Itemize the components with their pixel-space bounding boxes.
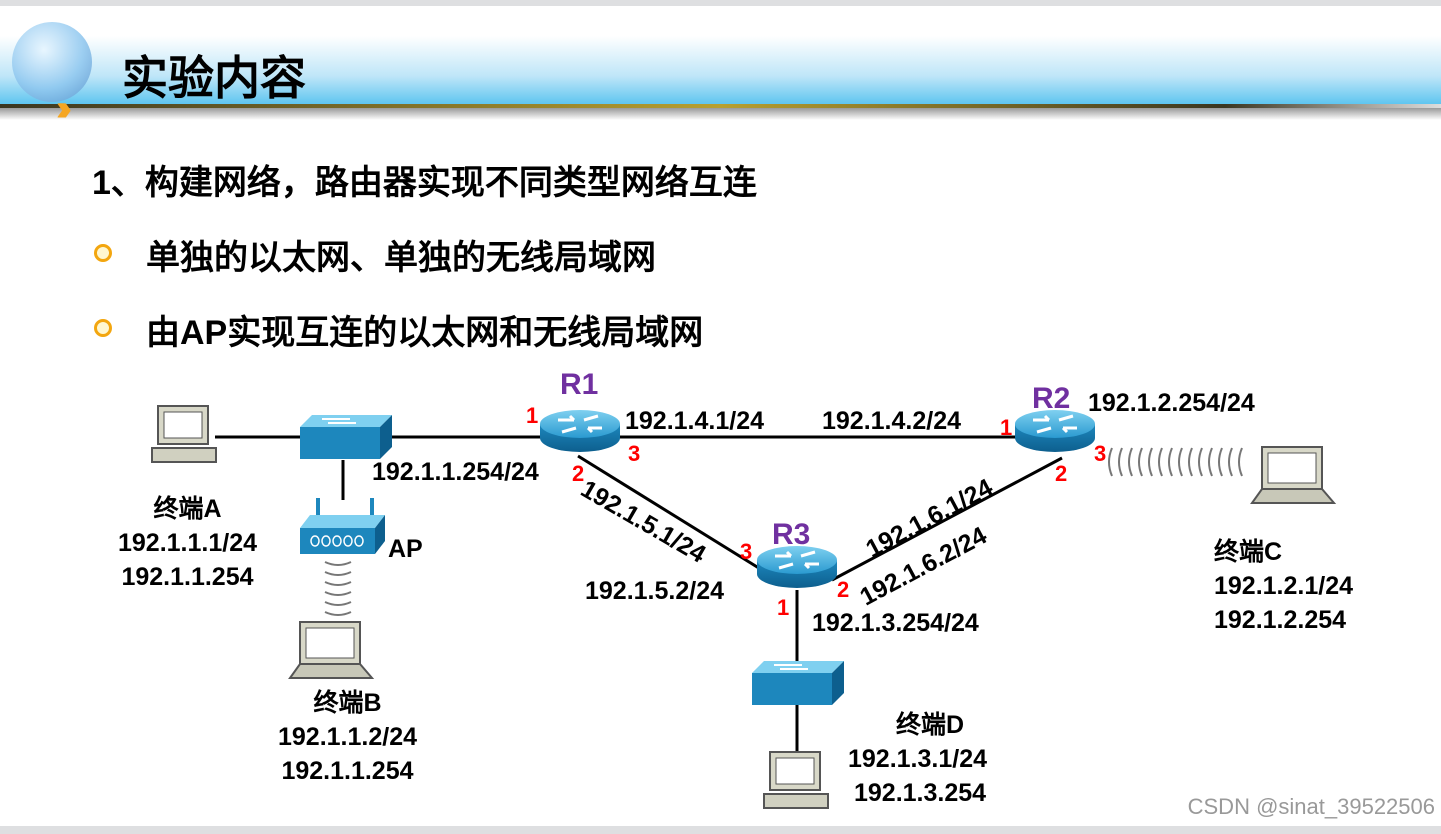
ip-label: 192.1.1.254/24 — [372, 458, 539, 486]
port-label: 1 — [526, 403, 539, 428]
bullet-icon — [94, 319, 112, 337]
title-banner — [0, 6, 1441, 106]
link-r1-r3 — [577, 454, 763, 572]
terminal-d-info: 终端D 192.1.3.1/24 192.1.3.254 — [848, 711, 988, 807]
port-label: 1 — [1000, 415, 1013, 440]
port-label: 3 — [1094, 441, 1107, 466]
wireless-signal-icon — [324, 561, 352, 616]
section-heading: 1、构建网络，路由器实现不同类型网络互连 — [92, 164, 757, 202]
switch-icon — [751, 660, 845, 706]
terminal-c-info: 终端C 192.1.2.1/24 192.1.2.254 — [1214, 538, 1354, 634]
ip-label: 192.1.4.1/24 — [625, 407, 765, 435]
slide-title: 实验内容 — [122, 52, 306, 104]
terminal-b-info: 终端B 192.1.1.2/24 192.1.1.254 — [277, 689, 417, 785]
laptop-icon — [1251, 446, 1335, 504]
wireless-signal-icon — [1108, 447, 1243, 477]
router-icon — [1013, 408, 1097, 454]
globe-logo — [12, 22, 92, 102]
bullet-icon — [94, 244, 112, 262]
top-border — [0, 0, 1441, 6]
links — [215, 435, 1063, 752]
router-icon — [755, 544, 839, 590]
router-icon — [538, 408, 622, 454]
ap-label: AP — [388, 535, 423, 563]
pc-icon — [151, 405, 217, 463]
laptop-icon — [289, 621, 373, 679]
ip-label: 192.1.3.254/24 — [812, 609, 979, 637]
bottom-border — [0, 826, 1441, 834]
router-label-r1: R1 — [560, 368, 599, 401]
switch-icon — [299, 414, 393, 460]
port-label: 2 — [572, 461, 585, 486]
port-label: 3 — [740, 539, 753, 564]
link-r3-r2 — [831, 456, 1063, 582]
terminal-a-info: 终端A 192.1.1.1/24 192.1.1.254 — [117, 495, 257, 591]
router-label-r3: R3 — [772, 518, 811, 551]
port-label: 1 — [777, 595, 790, 620]
router-label-r2: R2 — [1032, 382, 1071, 415]
watermark: CSDN @sinat_39522506 — [1187, 794, 1435, 819]
port-label: 3 — [628, 441, 641, 466]
ip-label: 192.1.5.2/24 — [585, 577, 725, 605]
access-point-icon — [300, 498, 385, 554]
port-label: 2 — [837, 577, 850, 602]
ip-label: 192.1.4.2/24 — [822, 407, 962, 435]
port-label: 2 — [1055, 461, 1068, 486]
pc-icon — [763, 751, 829, 809]
banner-divider — [0, 104, 1441, 108]
ip-label: 192.1.2.254/24 — [1088, 389, 1255, 417]
